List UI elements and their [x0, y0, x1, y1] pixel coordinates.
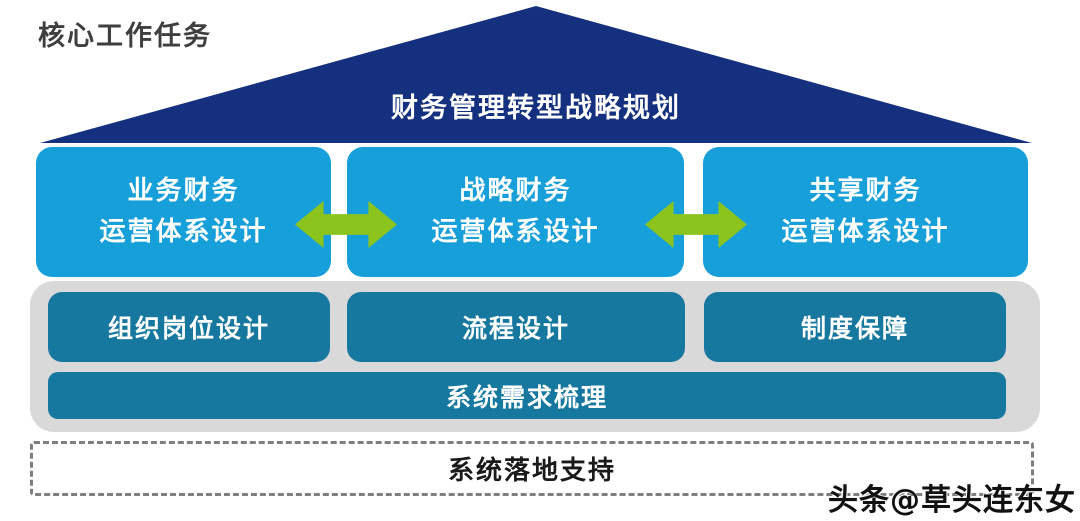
system-requirements-bar: 系统需求梳理: [48, 372, 1006, 419]
page-title: 核心工作任务: [38, 21, 212, 52]
design-box-line1: 战略财务: [459, 176, 572, 206]
foundation-dashed-box: 系统落地支持: [30, 441, 1034, 496]
design-box-business-finance: 业务财务 运营体系设计: [36, 147, 331, 277]
foundation-label: 系统落地支持: [447, 456, 616, 486]
roof-label: 财务管理转型战略规划: [391, 93, 681, 124]
design-box-line2: 运营体系设计: [431, 217, 600, 247]
design-box-line1: 业务财务: [127, 176, 240, 206]
design-box-line2: 运营体系设计: [99, 217, 268, 247]
design-box-strategic-finance: 战略财务 运营体系设计: [347, 147, 684, 277]
watermark: 头条@草头连东女: [828, 483, 1076, 518]
support-box-org-design: 组织岗位设计: [48, 292, 330, 362]
design-box-line1: 共享财务: [809, 176, 922, 206]
support-box-process-design: 流程设计: [347, 292, 685, 362]
support-box-policy-guarantee: 制度保障: [704, 292, 1006, 362]
design-box-shared-finance: 共享财务 运营体系设计: [703, 147, 1028, 277]
design-box-line2: 运营体系设计: [781, 217, 950, 247]
